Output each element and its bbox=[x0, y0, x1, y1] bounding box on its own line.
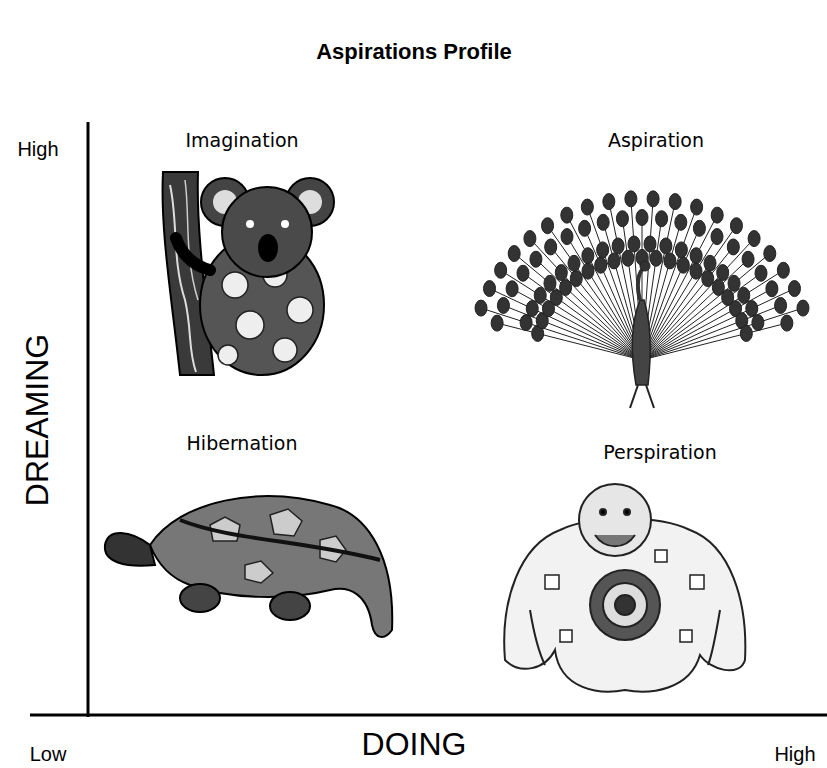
axis-end-label: High bbox=[17, 138, 58, 160]
quadrant-label: Imagination bbox=[185, 130, 298, 151]
koala-figure bbox=[163, 172, 334, 375]
diagram-title: Aspirations Profile bbox=[316, 40, 512, 64]
quadrant-label: Perspiration bbox=[603, 442, 716, 463]
quadrant-label: Hibernation bbox=[187, 433, 298, 454]
gorilla-figure bbox=[504, 484, 745, 692]
peacock-figure bbox=[475, 191, 809, 408]
axis-title: DREAMING bbox=[20, 334, 55, 506]
quadrant-label: Aspiration bbox=[608, 130, 704, 151]
y-axis bbox=[87, 122, 90, 717]
platypus-figure bbox=[105, 496, 392, 637]
axis-title: DOING bbox=[362, 727, 467, 762]
axis-end-label: High bbox=[774, 743, 815, 765]
axis-end-label: Low bbox=[30, 743, 67, 765]
x-axis bbox=[30, 714, 827, 717]
